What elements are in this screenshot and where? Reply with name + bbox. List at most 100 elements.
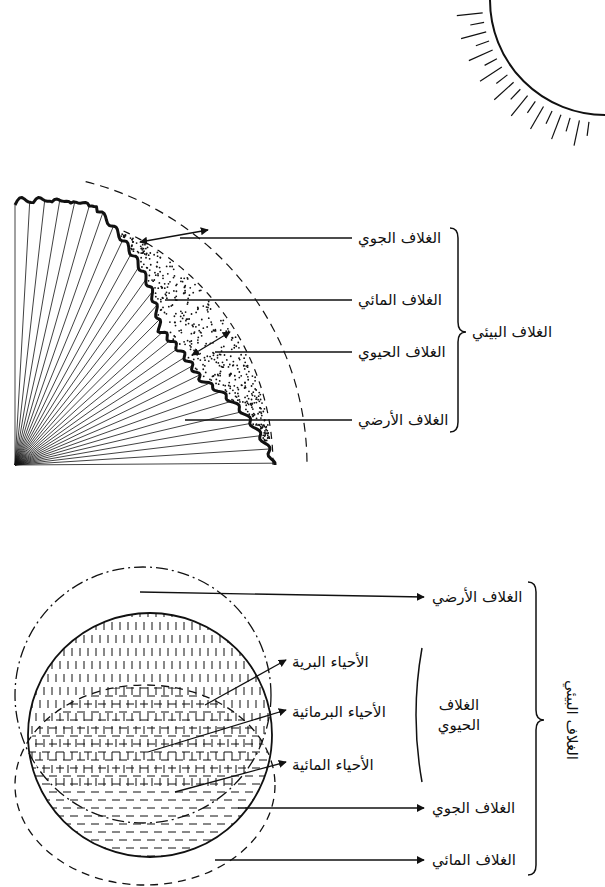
stipple-dot bbox=[155, 296, 157, 298]
stipple-dot bbox=[225, 330, 227, 332]
water-hatch bbox=[182, 848, 190, 849]
stipple-dot bbox=[182, 318, 184, 320]
land-hatch bbox=[236, 635, 237, 643]
water-hatch bbox=[252, 752, 260, 753]
stipple-dot bbox=[148, 254, 150, 256]
land-hatch bbox=[208, 674, 209, 682]
stipple-dot bbox=[190, 346, 192, 348]
water-hatch bbox=[273, 840, 281, 841]
sphere-label: الغلاف الأرضي bbox=[358, 410, 448, 430]
land-hatch bbox=[128, 778, 129, 786]
stipple-dot bbox=[187, 318, 189, 320]
water-hatch bbox=[140, 816, 148, 817]
water-hatch bbox=[63, 776, 71, 777]
stipple-dot bbox=[247, 376, 249, 378]
water-hatch bbox=[42, 864, 50, 865]
stipple-dot bbox=[229, 364, 231, 366]
water-hatch bbox=[182, 704, 190, 705]
water-hatch bbox=[70, 672, 78, 673]
water-hatch bbox=[105, 760, 113, 761]
land-hatch bbox=[68, 687, 69, 695]
stipple-dot bbox=[160, 299, 162, 301]
water-hatch bbox=[28, 832, 36, 833]
stipple-dot bbox=[176, 283, 178, 285]
land-hatch bbox=[200, 648, 201, 656]
stipple-dot bbox=[246, 395, 248, 397]
water-hatch bbox=[259, 760, 267, 761]
stipple-dot bbox=[222, 323, 224, 325]
land-hatch bbox=[84, 739, 85, 747]
land-hatch bbox=[164, 739, 165, 747]
water-hatch bbox=[154, 784, 162, 785]
sphere-label: الأحياء البرمائية bbox=[292, 702, 386, 722]
water-hatch bbox=[21, 840, 29, 841]
radial-line bbox=[15, 383, 210, 465]
water-hatch bbox=[77, 840, 85, 841]
radial-line bbox=[15, 205, 16, 465]
land-hatch bbox=[132, 635, 133, 643]
stipple-dot bbox=[182, 281, 184, 283]
land-hatch bbox=[120, 726, 121, 734]
stipple-dot bbox=[209, 356, 211, 358]
land-hatch bbox=[32, 778, 33, 786]
stipple-dot bbox=[217, 355, 219, 357]
stipple-dot bbox=[173, 268, 175, 270]
land-hatch bbox=[128, 674, 129, 682]
water-hatch bbox=[126, 816, 134, 817]
stipple-dot bbox=[156, 266, 158, 268]
land-hatch bbox=[136, 648, 137, 656]
land-hatch bbox=[92, 635, 93, 643]
land-hatch bbox=[48, 778, 49, 786]
water-hatch bbox=[126, 752, 134, 753]
sun-ray bbox=[531, 107, 544, 130]
land-hatch bbox=[256, 622, 257, 630]
stipple-dot bbox=[173, 335, 175, 337]
stipple-dot bbox=[199, 331, 201, 333]
water-hatch bbox=[14, 672, 22, 673]
land-hatch bbox=[84, 609, 85, 617]
water-hatch bbox=[168, 816, 176, 817]
water-hatch bbox=[49, 824, 57, 825]
water-hatch bbox=[203, 760, 211, 761]
water-hatch bbox=[84, 816, 92, 817]
water-hatch bbox=[14, 768, 22, 769]
land-hatch bbox=[80, 622, 81, 630]
water-hatch bbox=[84, 688, 92, 689]
water-hatch bbox=[70, 864, 78, 865]
stipple-dot bbox=[197, 358, 199, 360]
stipple-dot bbox=[261, 402, 263, 404]
water-hatch bbox=[42, 704, 50, 705]
stipple-dot bbox=[242, 401, 244, 403]
stipple-dot bbox=[204, 365, 206, 367]
land-hatch bbox=[144, 648, 145, 656]
leader-line bbox=[165, 299, 352, 300]
stipple-dot bbox=[214, 359, 216, 361]
land-hatch bbox=[32, 596, 33, 604]
land-hatch bbox=[100, 765, 101, 773]
water-hatch bbox=[49, 792, 57, 793]
land-hatch bbox=[268, 635, 269, 643]
stipple-dot bbox=[205, 372, 207, 374]
water-hatch bbox=[217, 744, 225, 745]
stipple-dot bbox=[197, 339, 199, 341]
land-hatch bbox=[152, 648, 153, 656]
land-hatch bbox=[56, 700, 57, 708]
water-hatch bbox=[42, 736, 50, 737]
stipple-dot bbox=[187, 297, 189, 299]
stipple-dot bbox=[234, 375, 236, 377]
land-hatch bbox=[56, 752, 57, 760]
water-hatch bbox=[245, 840, 253, 841]
water-hatch bbox=[133, 808, 141, 809]
water-hatch bbox=[49, 760, 57, 761]
water-hatch bbox=[49, 680, 57, 681]
water-hatch bbox=[91, 872, 99, 873]
water-hatch bbox=[140, 784, 148, 785]
water-hatch bbox=[217, 680, 225, 681]
water-hatch bbox=[140, 720, 148, 721]
stipple-dot bbox=[213, 330, 215, 332]
water-hatch bbox=[126, 880, 134, 881]
water-hatch bbox=[140, 800, 148, 801]
land-hatch bbox=[148, 635, 149, 643]
land-hatch bbox=[104, 752, 105, 760]
stipple-dot bbox=[161, 297, 163, 299]
